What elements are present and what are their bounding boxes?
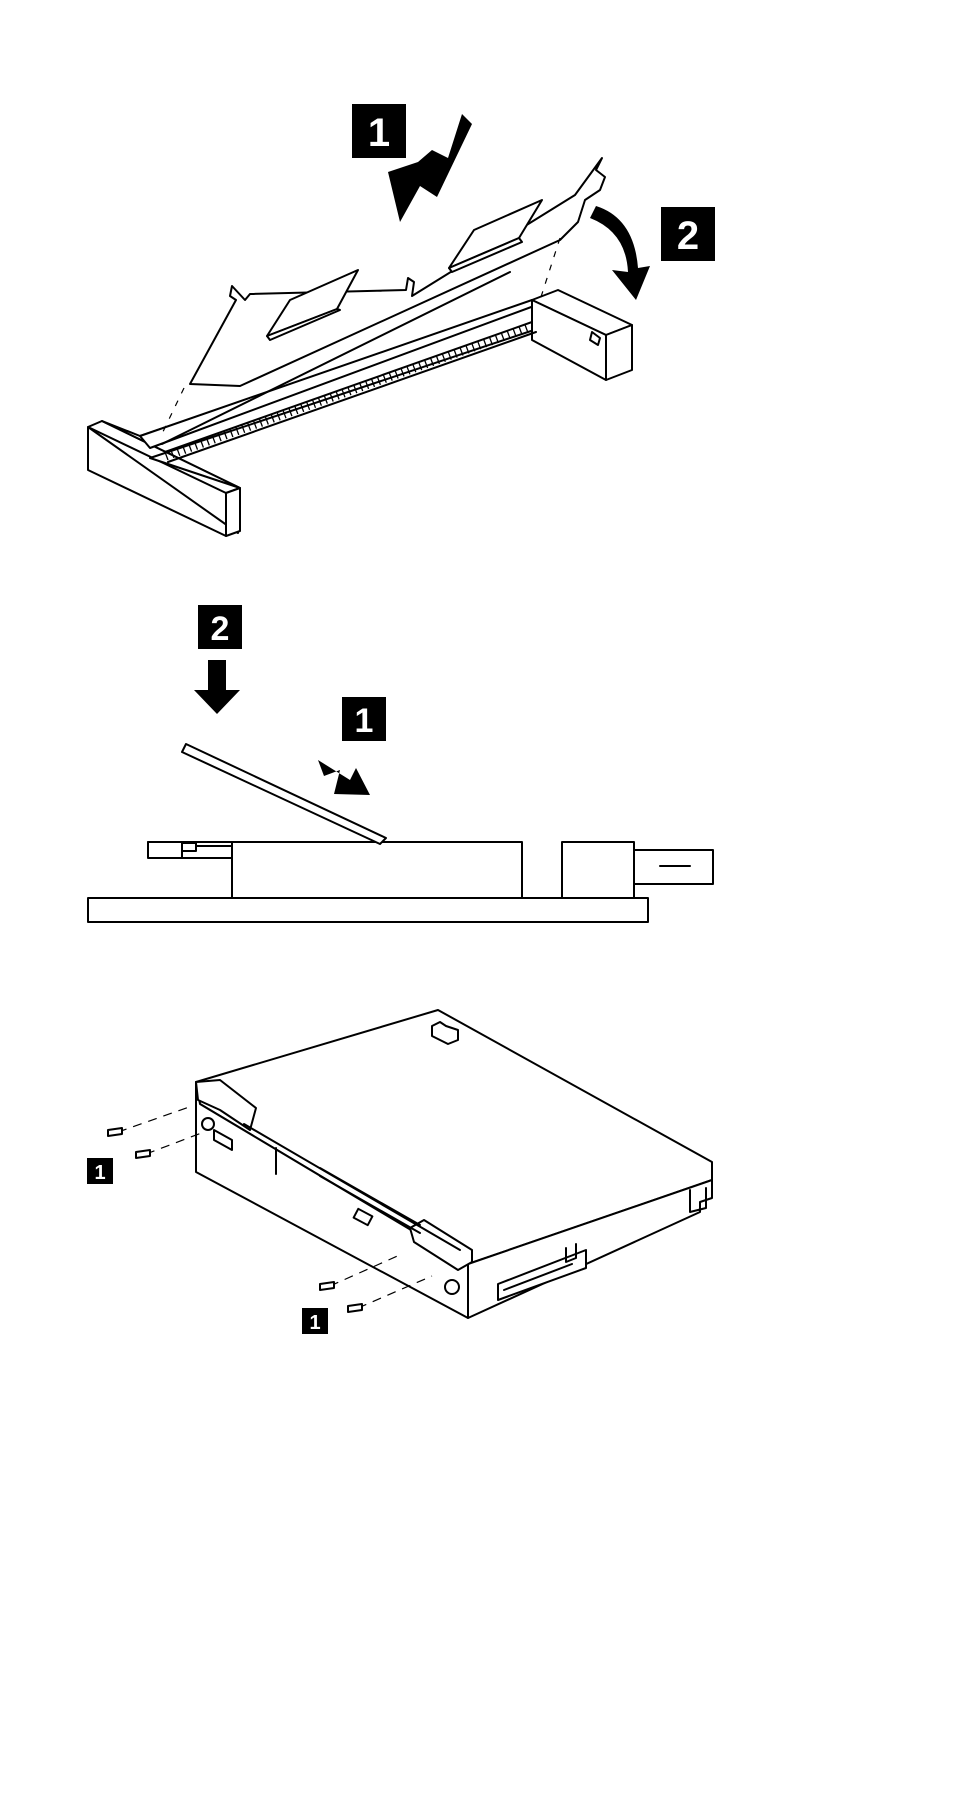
screw-group-left [108,1106,204,1158]
callout-2-press-down: 2 [198,605,242,649]
figure-1-memory-insertion: 1 2 [88,104,715,536]
svg-text:1: 1 [309,1312,320,1334]
callout-1-press: 1 [352,104,406,158]
baseplate [88,898,648,922]
callout-1-screws-left: 1 [87,1158,113,1184]
callout-1-insert: 1 [342,697,386,741]
svg-text:1: 1 [368,111,390,155]
svg-text:2: 2 [211,610,230,648]
connector-block [562,842,634,898]
screw-icon [136,1150,150,1158]
callout-1-screws-bottom: 1 [302,1308,328,1334]
screw-icon [108,1128,122,1136]
insert-arrow-icon [318,760,370,795]
svg-text:1: 1 [94,1162,105,1184]
down-arrow-icon [194,660,240,714]
screw-icon [320,1282,334,1290]
screw-icon [348,1304,362,1312]
figure-3-computer-screws: 1 1 [87,1010,712,1334]
rotate-arrow-icon [590,206,650,300]
svg-text:2: 2 [677,214,699,258]
svg-text:1: 1 [355,702,374,740]
figure-2-side-view: 2 1 [88,605,713,922]
callout-2-rotate: 2 [661,207,715,261]
computer-body [196,1010,712,1318]
